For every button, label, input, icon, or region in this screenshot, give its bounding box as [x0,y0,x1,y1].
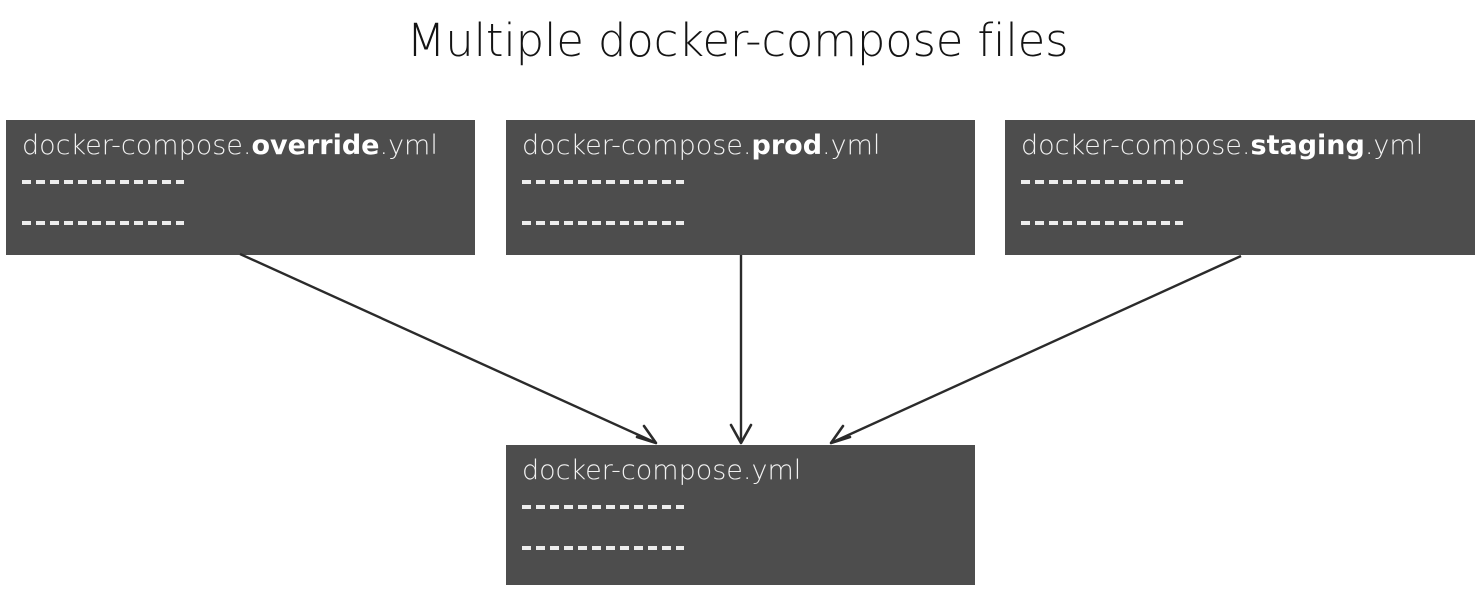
arrow-prod-to-base [729,255,753,445]
content-dash-line-2 [522,221,684,225]
content-dash-line-1 [22,180,184,184]
file-box-base: docker-compose.yml [506,445,975,585]
file-emphasis: staging [1250,130,1365,161]
file-box-override: docker-compose.override.yml [6,120,475,255]
file-prefix: docker-compose. [22,130,252,161]
content-dash-line-2 [522,546,684,550]
file-emphasis: prod [751,130,823,161]
content-dash-line-2 [1021,221,1183,225]
file-box-prod-title: docker-compose.prod.yml [522,129,880,163]
file-box-override-title: docker-compose.override.yml [22,129,438,163]
content-dash-line-2 [22,221,184,225]
content-dash-line-1 [522,505,684,509]
arrow-staging-to-base [829,254,1242,445]
file-suffix: .yml [1364,130,1424,161]
file-box-staging-title: docker-compose.staging.yml [1021,129,1423,163]
file-suffix: .yml [822,130,881,161]
file-prefix: docker-compose. [1021,130,1251,161]
content-dash-line-1 [522,180,684,184]
file-prefix: docker-compose. [522,130,752,161]
page-title: Multiple docker-compose files [406,14,1069,67]
content-dash-line-1 [1021,180,1183,184]
file-emphasis: override [251,130,380,161]
file-box-base-title: docker-compose.yml [522,454,801,488]
file-box-prod: docker-compose.prod.yml [506,120,975,255]
file-prefix: docker-compose.yml [522,455,802,486]
file-suffix: .yml [379,130,438,161]
file-box-staging: docker-compose.staging.yml [1005,120,1475,255]
arrow-override-to-base [239,252,658,445]
